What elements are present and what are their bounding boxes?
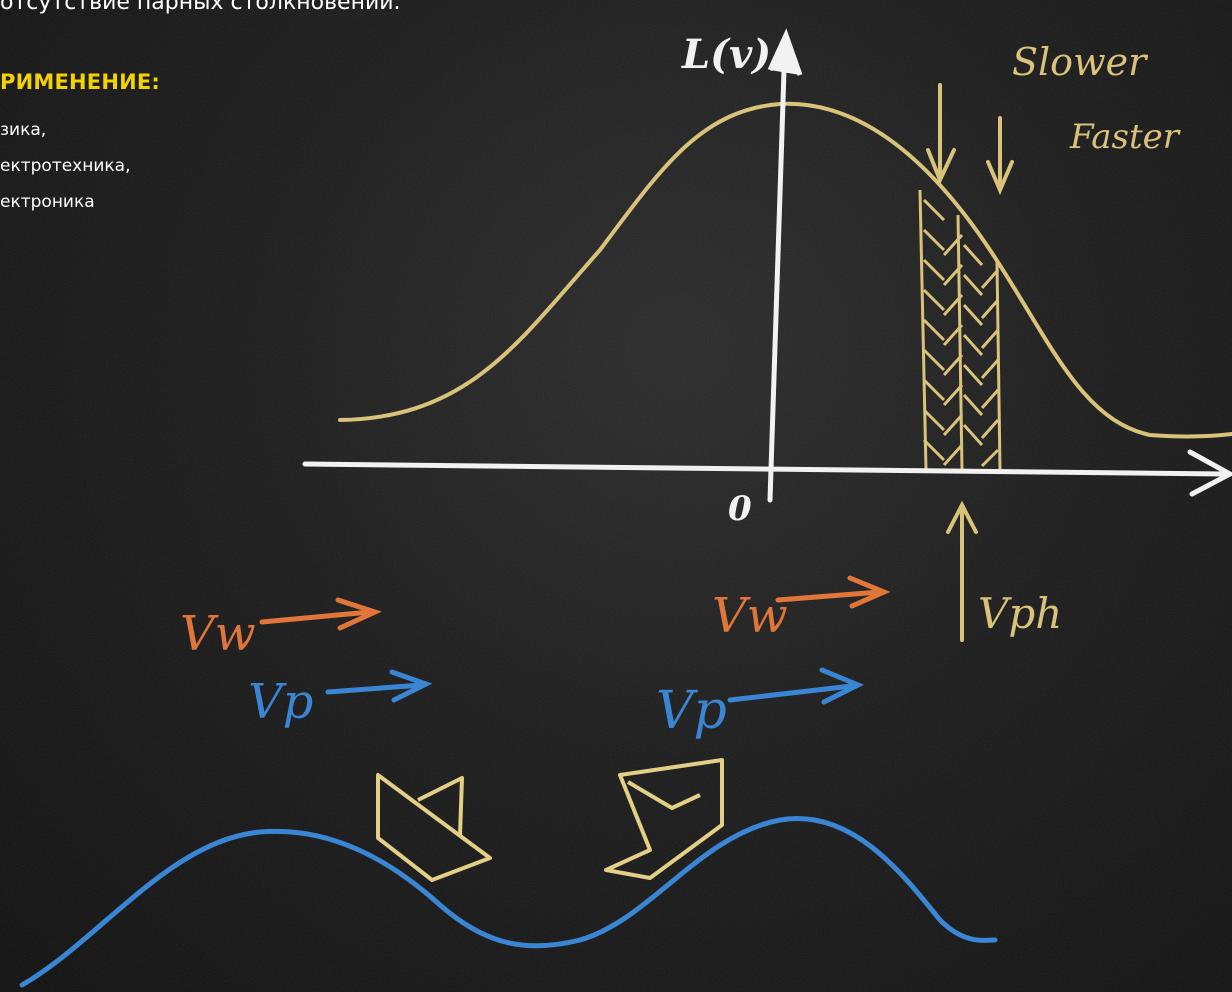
boat-left	[376, 773, 492, 882]
vp-arrow-right	[727, 667, 865, 705]
vw-label-left: Vw	[180, 606, 256, 662]
applications-list: зика, ектротехника, ектроника	[0, 112, 131, 220]
distribution-curve	[338, 101, 1232, 439]
applications-heading: РИМЕНЕНИЕ:	[0, 70, 161, 94]
application-item-electrical-engineering: ектротехника,	[0, 156, 131, 176]
vp-label-right: Vp	[656, 681, 727, 741]
slower-arrow	[926, 83, 956, 186]
application-item-physics: зика,	[0, 120, 47, 140]
phase-velocity-arrow	[946, 500, 978, 642]
x-axis-arrowhead	[1187, 449, 1232, 497]
wave-line	[19, 816, 998, 988]
boat-right	[604, 758, 724, 880]
resonant-particles-hatch	[918, 189, 1002, 471]
vp-arrow-left	[325, 669, 433, 703]
y-axis	[767, 37, 788, 503]
vw-label-right: Vw	[712, 588, 788, 644]
intro-line: отсутствие парных столкновений.	[0, 0, 401, 15]
application-item-electronics: ектроника	[0, 192, 95, 212]
origin-label: 0	[728, 489, 752, 529]
vw-arrow-right	[775, 575, 891, 609]
y-axis-label: L(v)	[681, 31, 771, 78]
vw-arrow-left	[259, 597, 382, 631]
x-axis	[302, 461, 1228, 477]
faster-arrow	[986, 116, 1014, 196]
faster-label: Faster	[1069, 117, 1181, 157]
vp-label-left: Vp	[248, 674, 313, 730]
vph-label: Vph	[978, 589, 1062, 638]
y-axis-arrowhead	[767, 28, 803, 76]
slower-label: Slower	[1012, 40, 1149, 84]
